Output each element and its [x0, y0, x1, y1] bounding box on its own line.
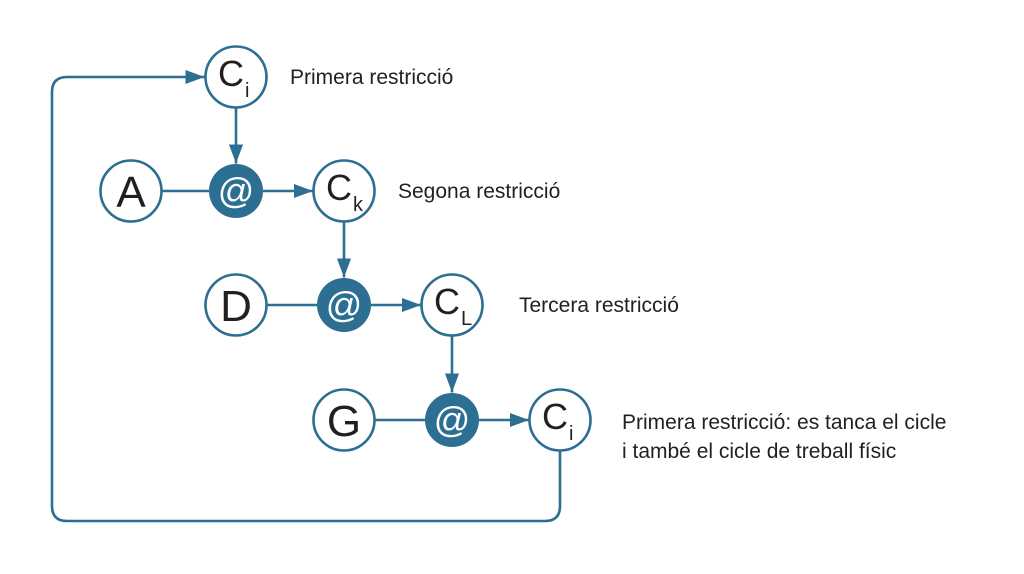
- node-ci-top-subscript: i: [245, 80, 249, 102]
- node-g-circle: [312, 388, 376, 452]
- node-cl-label: C: [434, 281, 460, 322]
- node-ci-bottom-subscript: i: [569, 423, 573, 445]
- annotation-tercera-restriccio: Tercera restricció: [519, 294, 679, 317]
- node-a: A: [99, 159, 163, 223]
- node-g-label: G: [327, 397, 361, 446]
- node-ci-bottom-circle: [528, 388, 592, 452]
- node-ck: C k: [312, 159, 376, 223]
- annotation-segona-restriccio: Segona restricció: [398, 180, 560, 203]
- edge-feedback-loop: [50, 70, 562, 523]
- node-ci-top: C i: [204, 45, 268, 109]
- node-ck-circle: [312, 159, 376, 223]
- node-d-circle: [204, 273, 268, 337]
- node-ci-top-circle: [204, 45, 268, 109]
- node-at1: @: [209, 164, 263, 218]
- node-at2: @: [317, 278, 371, 332]
- node-a-circle: [99, 159, 163, 223]
- node-ci-bottom-label: C: [542, 396, 568, 437]
- node-cl: C L: [420, 273, 484, 337]
- node-cl-circle: [420, 273, 484, 337]
- node-ci-top-label: C: [218, 53, 244, 94]
- node-d-label: D: [220, 282, 252, 331]
- node-at3-circle: [425, 393, 479, 447]
- node-ci-bottom: C i: [528, 388, 592, 452]
- annotation-primera-restriccio-cicle-line1: Primera restricció: es tanca el cicle: [622, 411, 946, 434]
- node-at2-circle: [317, 278, 371, 332]
- node-d: D: [204, 273, 268, 337]
- node-a-label: A: [116, 168, 146, 217]
- node-g: G: [312, 388, 376, 452]
- at-icon: @: [434, 399, 471, 440]
- annotation-primera-restriccio-cicle-line2: i també el cicle de treball físic: [622, 440, 896, 463]
- node-at1-circle: [209, 164, 263, 218]
- node-at3: @: [425, 393, 479, 447]
- node-ck-label: C: [326, 167, 352, 208]
- at-icon: @: [218, 170, 255, 211]
- at-icon: @: [326, 284, 363, 325]
- node-ck-subscript: k: [353, 194, 364, 216]
- annotation-primera-restriccio: Primera restricció: [290, 66, 453, 89]
- node-cl-subscript: L: [461, 308, 472, 330]
